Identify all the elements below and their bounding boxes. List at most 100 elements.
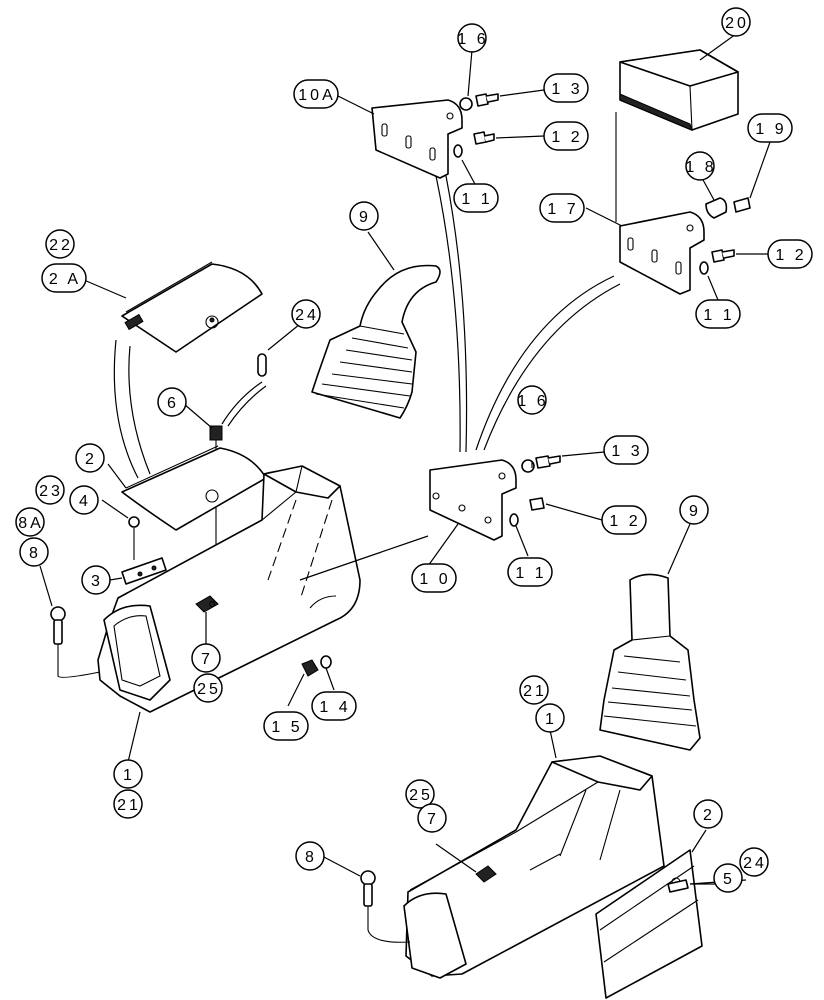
part-20-block bbox=[615, 49, 739, 222]
callout-bubble bbox=[81, 565, 111, 595]
callout-label: 21 bbox=[117, 797, 141, 814]
callout-label: 2 bbox=[703, 807, 715, 824]
callout-bubble bbox=[35, 475, 65, 505]
callout-bubble bbox=[417, 803, 447, 833]
callout-c24a: 24 bbox=[291, 299, 321, 329]
callout-c24b: 24 bbox=[739, 847, 769, 877]
callout-c9a: 9 bbox=[349, 201, 379, 231]
callout-label: 7 bbox=[427, 811, 439, 828]
part-14-15-nut-washer bbox=[301, 655, 332, 677]
part-2-cover bbox=[121, 445, 267, 531]
callout-c19: 1 9 bbox=[747, 113, 793, 143]
callout-label: 1 1 bbox=[703, 307, 734, 324]
callout-bubble bbox=[519, 675, 549, 705]
callout-label: 1 0 bbox=[419, 571, 450, 588]
part-8-bolt bbox=[50, 606, 101, 678]
part-17-bracket bbox=[619, 197, 751, 295]
callout-bubble bbox=[535, 703, 565, 733]
callout-label: 1 1 bbox=[515, 565, 546, 582]
callout-label: 1 bbox=[545, 711, 557, 728]
part-4-screw bbox=[128, 516, 140, 560]
callout-c1a: 1 bbox=[535, 703, 565, 733]
callout-label: 4 bbox=[79, 493, 91, 510]
callout-bubble bbox=[193, 673, 223, 703]
callout-label: 7 bbox=[201, 651, 213, 668]
callout-c17: 1 7 bbox=[539, 193, 585, 223]
callout-bubble bbox=[157, 387, 187, 417]
part-10-bracket bbox=[429, 455, 561, 541]
callout-c13a: 1 3 bbox=[543, 73, 589, 103]
callout-c6: 6 bbox=[157, 387, 187, 417]
part-3-hinge bbox=[121, 557, 167, 585]
callout-label: 8 bbox=[29, 545, 41, 562]
part-10a-bracket bbox=[371, 99, 463, 179]
callout-c3: 3 bbox=[81, 565, 111, 595]
callout-c2a: 2 bbox=[75, 443, 105, 473]
callout-label: 21 bbox=[523, 683, 547, 700]
callout-c21a: 21 bbox=[519, 675, 549, 705]
callout-bubble bbox=[695, 299, 741, 329]
callout-label: 2 bbox=[85, 451, 97, 468]
callout-bubble bbox=[263, 711, 309, 741]
callout-c21b: 21 bbox=[113, 789, 143, 819]
callout-bubble bbox=[693, 799, 723, 829]
callout-label: 8 bbox=[305, 849, 317, 866]
callout-label: 6 bbox=[167, 395, 179, 412]
callout-label: 1 6 bbox=[517, 393, 548, 410]
callout-label: 1 2 bbox=[609, 513, 640, 530]
callout-label: 23 bbox=[39, 483, 63, 500]
callout-label: 20 bbox=[725, 15, 749, 32]
part-1-console-left bbox=[97, 465, 361, 713]
callout-c11b: 1 1 bbox=[695, 299, 741, 329]
callout-c20: 20 bbox=[721, 7, 751, 37]
callout-label: 3 bbox=[91, 573, 103, 590]
callout-bubble bbox=[507, 557, 553, 587]
callout-c12c: 1 2 bbox=[601, 505, 647, 535]
callout-bubble bbox=[191, 643, 221, 673]
callout-bubble bbox=[517, 385, 547, 415]
callout-bubble bbox=[113, 759, 143, 789]
callout-bubble bbox=[679, 495, 709, 525]
callout-label: 1 5 bbox=[271, 719, 302, 736]
callout-c12a: 1 2 bbox=[543, 121, 589, 151]
callout-label: 1 4 bbox=[319, 699, 350, 716]
callout-bubble bbox=[721, 7, 751, 37]
callout-label: 1 6 bbox=[457, 31, 488, 48]
callout-bubble bbox=[685, 151, 715, 181]
callout-c4: 4 bbox=[69, 485, 99, 515]
callout-bubble bbox=[41, 263, 87, 293]
callout-label: 1 2 bbox=[551, 129, 582, 146]
callout-c15: 1 5 bbox=[263, 711, 309, 741]
leader-lines bbox=[39, 33, 771, 885]
callout-c1b: 1 bbox=[113, 759, 143, 789]
callout-c14: 1 4 bbox=[311, 691, 357, 721]
callout-bubble bbox=[19, 537, 49, 567]
callout-bubble bbox=[293, 79, 339, 109]
callout-c12b: 1 2 bbox=[767, 239, 813, 269]
callout-bubble bbox=[739, 847, 769, 877]
callout-bubble bbox=[45, 229, 75, 259]
callout-c5: 5 bbox=[713, 863, 743, 893]
callout-c7b: 7 bbox=[417, 803, 447, 833]
callout-label: 1 2 bbox=[775, 247, 806, 264]
callout-c16a: 1 6 bbox=[457, 23, 488, 53]
callout-label: 1 8 bbox=[685, 159, 716, 176]
callout-label: 9 bbox=[689, 503, 701, 520]
callout-c11c: 1 1 bbox=[507, 557, 553, 587]
part-9-lower-boot bbox=[599, 573, 701, 751]
callout-c22: 22 bbox=[45, 229, 75, 259]
callout-bubble bbox=[601, 505, 647, 535]
callout-c8a: 8 bbox=[19, 537, 49, 567]
callout-label: 24 bbox=[743, 855, 767, 872]
callout-label: 5 bbox=[723, 871, 735, 888]
callout-bubble bbox=[453, 183, 499, 213]
part-8-bolt-right bbox=[360, 870, 411, 943]
fasteners-upper-bracket bbox=[453, 93, 499, 158]
callout-label: 1 9 bbox=[755, 121, 786, 138]
callout-label: 1 7 bbox=[547, 201, 578, 218]
callout-bubble bbox=[113, 789, 143, 819]
callout-c25a: 25 bbox=[193, 673, 223, 703]
callout-bubble bbox=[291, 299, 321, 329]
callout-bubble bbox=[75, 443, 105, 473]
